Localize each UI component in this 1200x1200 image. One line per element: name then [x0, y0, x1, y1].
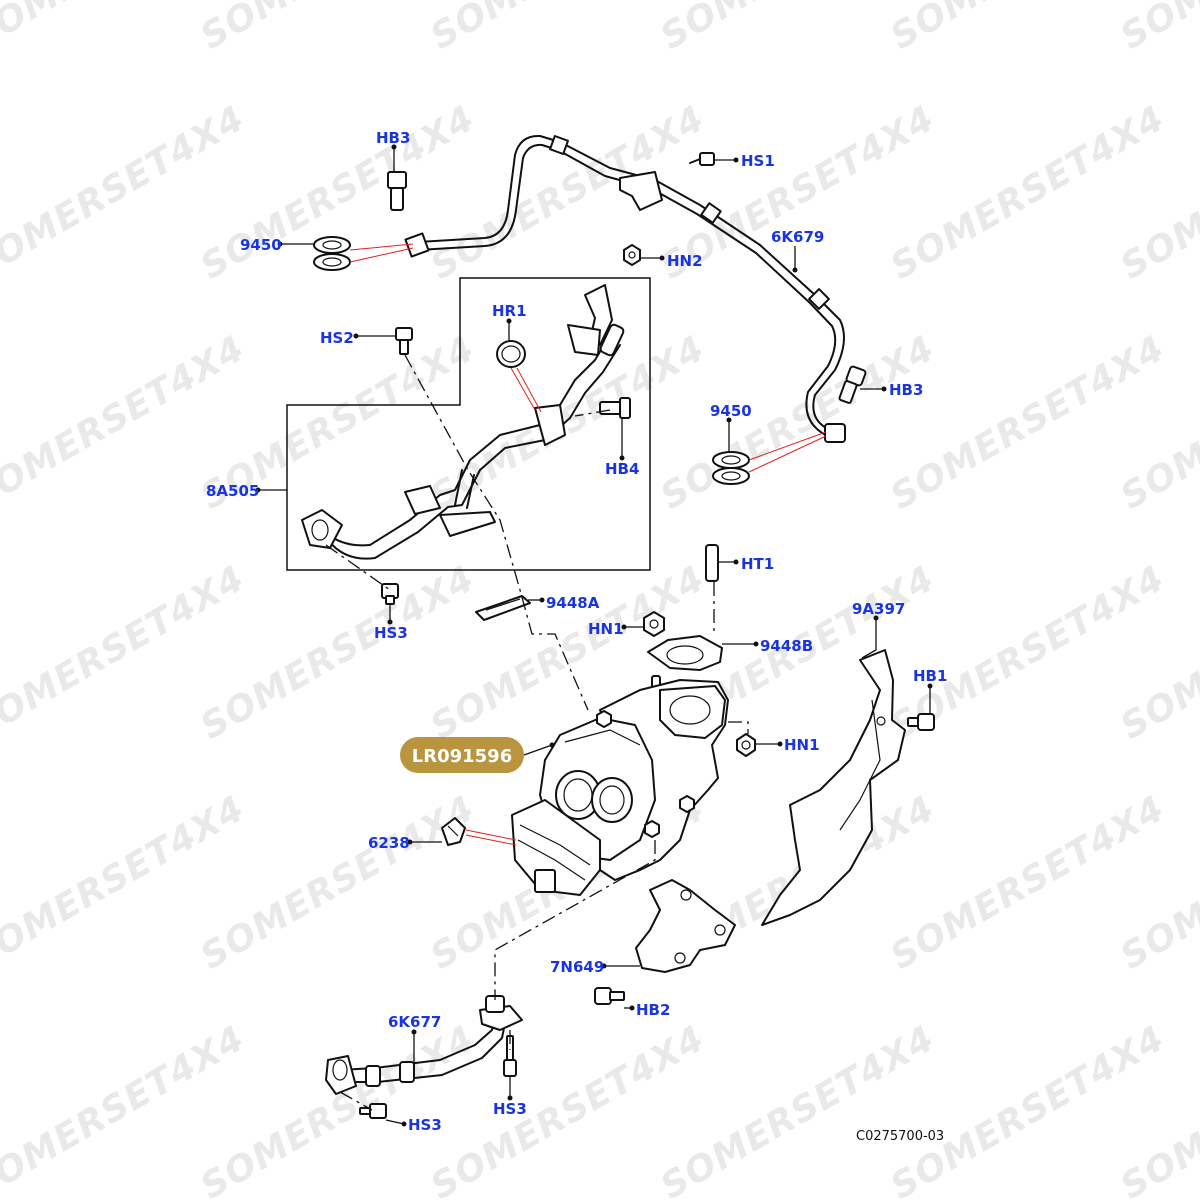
heat-shield-9a397	[761, 649, 906, 926]
part-number-badge[interactable]: LR091596	[400, 737, 524, 773]
callout-hs3-mid: HS3	[374, 624, 408, 642]
callout-hb3-top: HB3	[376, 129, 410, 147]
assembly-center-lines	[325, 354, 749, 1111]
callout-hb3-right: HB3	[889, 381, 923, 399]
bolt-hs3-bottom-left	[359, 1103, 387, 1119]
bolt-hb1	[907, 713, 935, 731]
washer-9450-right	[712, 451, 750, 485]
bolt-hs1	[689, 152, 715, 166]
callout-leader-lines	[255, 144, 933, 1127]
callout-9448b: 9448B	[760, 637, 813, 655]
nut-hn1-top	[643, 611, 665, 637]
callout-hb4: HB4	[605, 460, 639, 478]
callout-6k677: 6K677	[388, 1013, 441, 1031]
oil-feed-pipe-6k679	[404, 134, 846, 443]
oil-return-pipe-8a505	[301, 284, 625, 560]
bolt-hs3-bottom-right	[503, 1035, 517, 1077]
callout-8a505: 8A505	[206, 482, 259, 500]
callout-hb2: HB2	[636, 1001, 670, 1019]
callout-hs1: HS1	[741, 152, 775, 170]
callout-hs3-bottom-left: HS3	[408, 1116, 442, 1134]
turbocharger-assembly	[511, 675, 729, 896]
callout-hs3-bottom-right: HS3	[493, 1100, 527, 1118]
callout-6k679: 6K679	[771, 228, 824, 246]
callout-9a397: 9A397	[852, 600, 905, 618]
watermark-text: SOMERSET4X4	[1114, 0, 1200, 58]
bolt-hb4	[599, 397, 631, 419]
part-drawings	[286, 134, 935, 1119]
oil-drain-pipe-6k677	[325, 995, 523, 1095]
stud-ht1	[705, 544, 719, 582]
callout-labels: HB3 HS1 9450 6K679 HN2 HR1 HS2 HB3 9450 …	[206, 129, 947, 1134]
gasket-9448a	[475, 595, 531, 621]
callout-7n649: 7N649	[550, 958, 604, 976]
red-leader-lines	[349, 243, 827, 846]
callout-9448a: 9448A	[546, 594, 600, 612]
clip-6238	[441, 817, 466, 846]
callout-hn2: HN2	[667, 252, 703, 270]
kit-box-8a505	[286, 277, 651, 571]
callout-9450-left: 9450	[240, 236, 282, 254]
callout-6238: 6238	[368, 834, 410, 852]
callout-hr1: HR1	[492, 302, 527, 320]
callout-9450-right: 9450	[710, 402, 752, 420]
diagram-reference-code: C0275700-03	[856, 1129, 944, 1144]
gasket-9448b	[647, 635, 723, 671]
o-ring-hr1	[496, 340, 526, 368]
callout-hn1-right: HN1	[784, 736, 820, 754]
callout-hb1: HB1	[913, 667, 947, 685]
banjo-bolt-hb3-right	[838, 365, 867, 404]
nut-hn1-right	[736, 733, 756, 757]
washer-9450-left	[313, 236, 351, 271]
highlight-part-number[interactable]: LR091596	[412, 746, 512, 767]
nut-hn2	[623, 244, 641, 266]
callout-hs2: HS2	[320, 329, 354, 347]
bracket-7n649	[635, 879, 736, 973]
bolt-hb2	[594, 987, 625, 1005]
callout-hn1-top: HN1	[588, 620, 624, 638]
banjo-bolt-hb3-top	[387, 171, 407, 211]
bolt-hs2	[395, 327, 413, 355]
callout-ht1: HT1	[741, 555, 774, 573]
